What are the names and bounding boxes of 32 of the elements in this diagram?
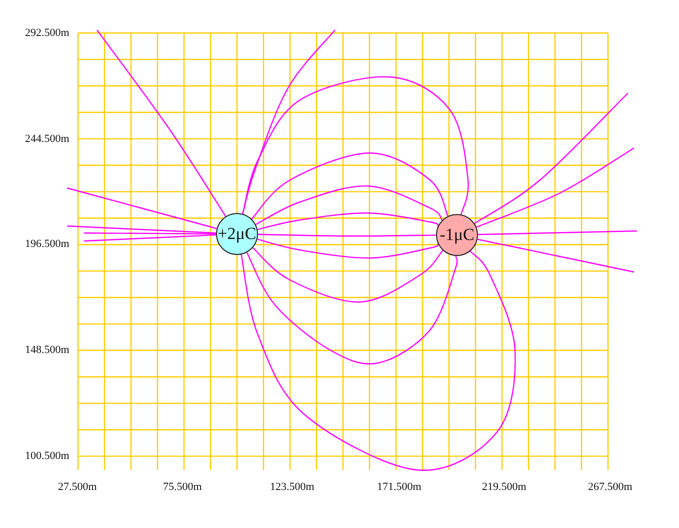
field-line [96,30,226,217]
field-line [257,212,439,230]
axis-tick-label: 148.500m [25,344,70,356]
axis-tick-label: 244.500m [25,133,70,145]
charge-circle: +2μC [216,213,258,255]
axis-tick-label: 171.500m [377,481,422,493]
field-line [66,225,216,234]
field-line [240,250,516,471]
axis-tick-label: 27.500m [58,481,97,493]
field-line [477,238,634,273]
field-line [84,232,216,234]
field-line [252,247,444,303]
charge-circle: -1μC [436,214,478,256]
field-line [84,234,216,242]
field-line [66,187,217,230]
field-line [255,185,443,226]
axis-tick-label: 100.500m [25,450,70,462]
field-line [478,230,638,236]
axis-tick-label: 219.500m [482,481,526,493]
axis-tick-label: 267.500m [588,481,632,493]
field-line [474,92,628,224]
field-line [476,148,634,228]
field-line [242,30,336,214]
field-line [258,234,436,237]
field-line [242,76,469,215]
axis-tick-label: 123.500m [270,481,314,493]
axis-tick-label: 75.500m [163,481,202,493]
axis-tick-label: 292.500m [25,27,70,39]
field-line [246,252,458,364]
field-line [257,238,439,259]
field-line [251,152,448,220]
axis-tick-label: 196.500m [25,238,70,250]
